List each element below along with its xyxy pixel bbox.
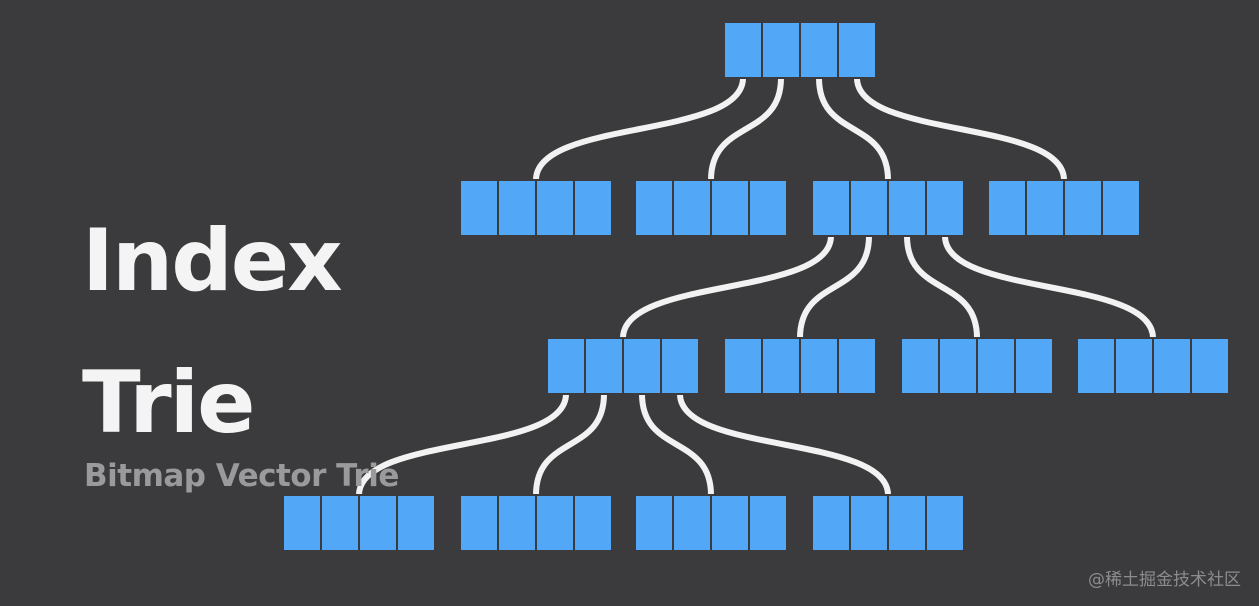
trie-slot [1076,337,1116,395]
trie-slot [811,179,851,237]
trie-slot [1152,337,1192,395]
edge-l0n0-to-l1n3 [854,75,1067,183]
trie-slot [672,179,712,237]
trie-slot [459,494,499,552]
trie-slot [672,494,712,552]
trie-slot [1014,337,1054,395]
trie-slot [887,494,927,552]
edge-l2n0-to-l3n2 [639,391,714,498]
trie-slot [634,494,674,552]
trie-slot [837,337,877,395]
trie-nodes [282,21,1230,552]
trie-slot [761,21,801,79]
trie-slot [925,494,965,552]
trie-slot [622,337,662,395]
trie-slot [849,494,889,552]
subtitle: Bitmap Vector Trie [84,458,399,494]
title-trie: Trie [82,353,255,453]
trie-slot [723,21,763,79]
edge-l2n0-to-l3n3 [677,391,891,498]
trie-edges [356,75,1156,498]
edge-l1n2-to-l2n2 [904,233,980,341]
trie-node-l2-3 [1076,337,1230,395]
trie-slot [1114,337,1154,395]
edge-l1n2-to-l2n3 [942,233,1156,341]
edge-l1n2-to-l2n0 [620,233,834,341]
trie-slot [761,337,801,395]
trie-node-l3-2 [634,494,788,552]
trie-slot [748,179,788,237]
trie-slot [799,337,839,395]
trie-node-l1-2 [811,179,965,237]
trie-slot [497,494,537,552]
trie-slot [748,494,788,552]
edge-l1n2-to-l2n1 [797,233,872,341]
trie-slot [723,337,763,395]
trie-slot [976,337,1016,395]
trie-slot [1190,337,1230,395]
trie-slot [396,494,436,552]
trie-slot [849,179,889,237]
trie-node-l1-3 [987,179,1141,237]
trie-slot [573,494,613,552]
trie-node-l1-1 [634,179,788,237]
trie-slot [634,179,674,237]
trie-slot [938,337,978,395]
trie-node-l2-1 [723,337,877,395]
trie-slot [987,179,1027,237]
trie-slot [584,337,624,395]
edge-l2n0-to-l3n1 [533,391,607,498]
trie-slot [535,494,575,552]
trie-node-l2-0 [546,337,700,395]
title-index: Index [82,211,343,311]
trie-slot [887,179,927,237]
trie-slot [1101,179,1141,237]
trie-node-l1-0 [459,179,613,237]
trie-slot [811,494,851,552]
trie-slot [710,179,750,237]
edge-l0n0-to-l1n1 [708,75,784,183]
edge-l2n0-to-l3n0 [356,391,569,498]
trie-slot [546,337,586,395]
trie-slot [799,21,839,79]
trie-slot [320,494,360,552]
trie-node-l2-2 [900,337,1054,395]
trie-slot [900,337,940,395]
trie-node-l3-0 [282,494,436,552]
trie-slot [660,337,700,395]
edge-l0n0-to-l1n0 [533,75,746,183]
trie-slot [459,179,499,237]
trie-node-l0-0 [723,21,877,79]
trie-slot [1025,179,1065,237]
trie-slot [573,179,613,237]
watermark: @稀土掘金技术社区 [1088,570,1241,590]
trie-slot [535,179,575,237]
trie-slot [282,494,322,552]
trie-node-l3-3 [811,494,965,552]
trie-node-l3-1 [459,494,613,552]
trie-slot [358,494,398,552]
edge-l0n0-to-l1n2 [816,75,891,183]
trie-slot [837,21,877,79]
trie-slot [710,494,750,552]
trie-slot [1063,179,1103,237]
trie-slot [925,179,965,237]
trie-slot [497,179,537,237]
